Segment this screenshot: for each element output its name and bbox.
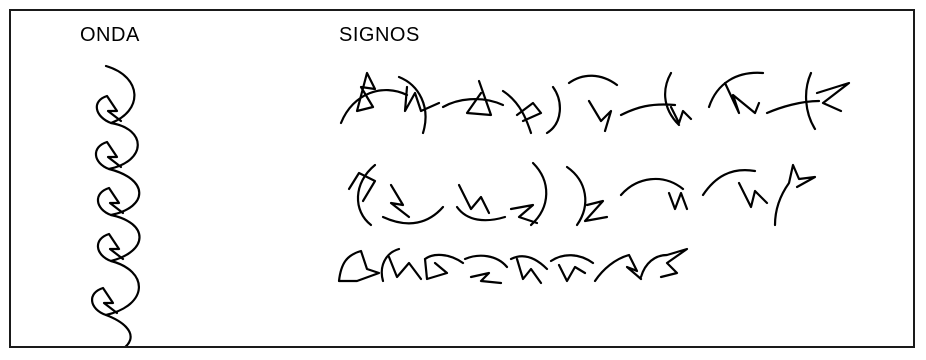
sign-1-8 bbox=[767, 73, 849, 129]
wave-loop-3 bbox=[98, 188, 123, 215]
sign-2-1 bbox=[349, 165, 375, 225]
signs-row-2 bbox=[349, 163, 815, 225]
sign-1-1 bbox=[341, 73, 407, 123]
sign-3-3 bbox=[425, 255, 463, 279]
wave-loop-4 bbox=[98, 234, 123, 261]
wave-loop-2 bbox=[96, 142, 121, 169]
sign-2-4 bbox=[511, 163, 546, 225]
sign-2-3 bbox=[457, 185, 505, 220]
sign-1-7 bbox=[709, 73, 763, 113]
sign-3-6 bbox=[551, 255, 593, 281]
sign-2-8 bbox=[775, 165, 815, 225]
sign-2-7 bbox=[703, 170, 767, 207]
figure-panel: ONDA SIGNOS bbox=[9, 9, 915, 348]
sign-3-5 bbox=[511, 256, 547, 283]
sign-1-6 bbox=[621, 73, 691, 125]
signs-row-3 bbox=[339, 249, 687, 283]
wave-loop-1 bbox=[97, 96, 121, 123]
sign-1-2 bbox=[399, 77, 439, 133]
wave-loop-5 bbox=[92, 288, 117, 315]
sign-3-4 bbox=[465, 256, 507, 283]
glyph-canvas bbox=[11, 11, 913, 346]
sign-1-5 bbox=[547, 76, 617, 133]
sign-2-5 bbox=[567, 167, 607, 225]
sign-3-1 bbox=[339, 251, 379, 281]
sign-3-8 bbox=[641, 249, 687, 277]
signs-row-1 bbox=[341, 73, 849, 133]
sign-1-3 bbox=[443, 81, 503, 115]
sign-3-2 bbox=[382, 249, 421, 281]
sign-2-6 bbox=[621, 179, 687, 209]
sign-2-2 bbox=[383, 185, 443, 223]
sign-3-7 bbox=[595, 255, 641, 281]
sign-1-4 bbox=[503, 91, 541, 133]
wave-figure bbox=[89, 66, 140, 346]
